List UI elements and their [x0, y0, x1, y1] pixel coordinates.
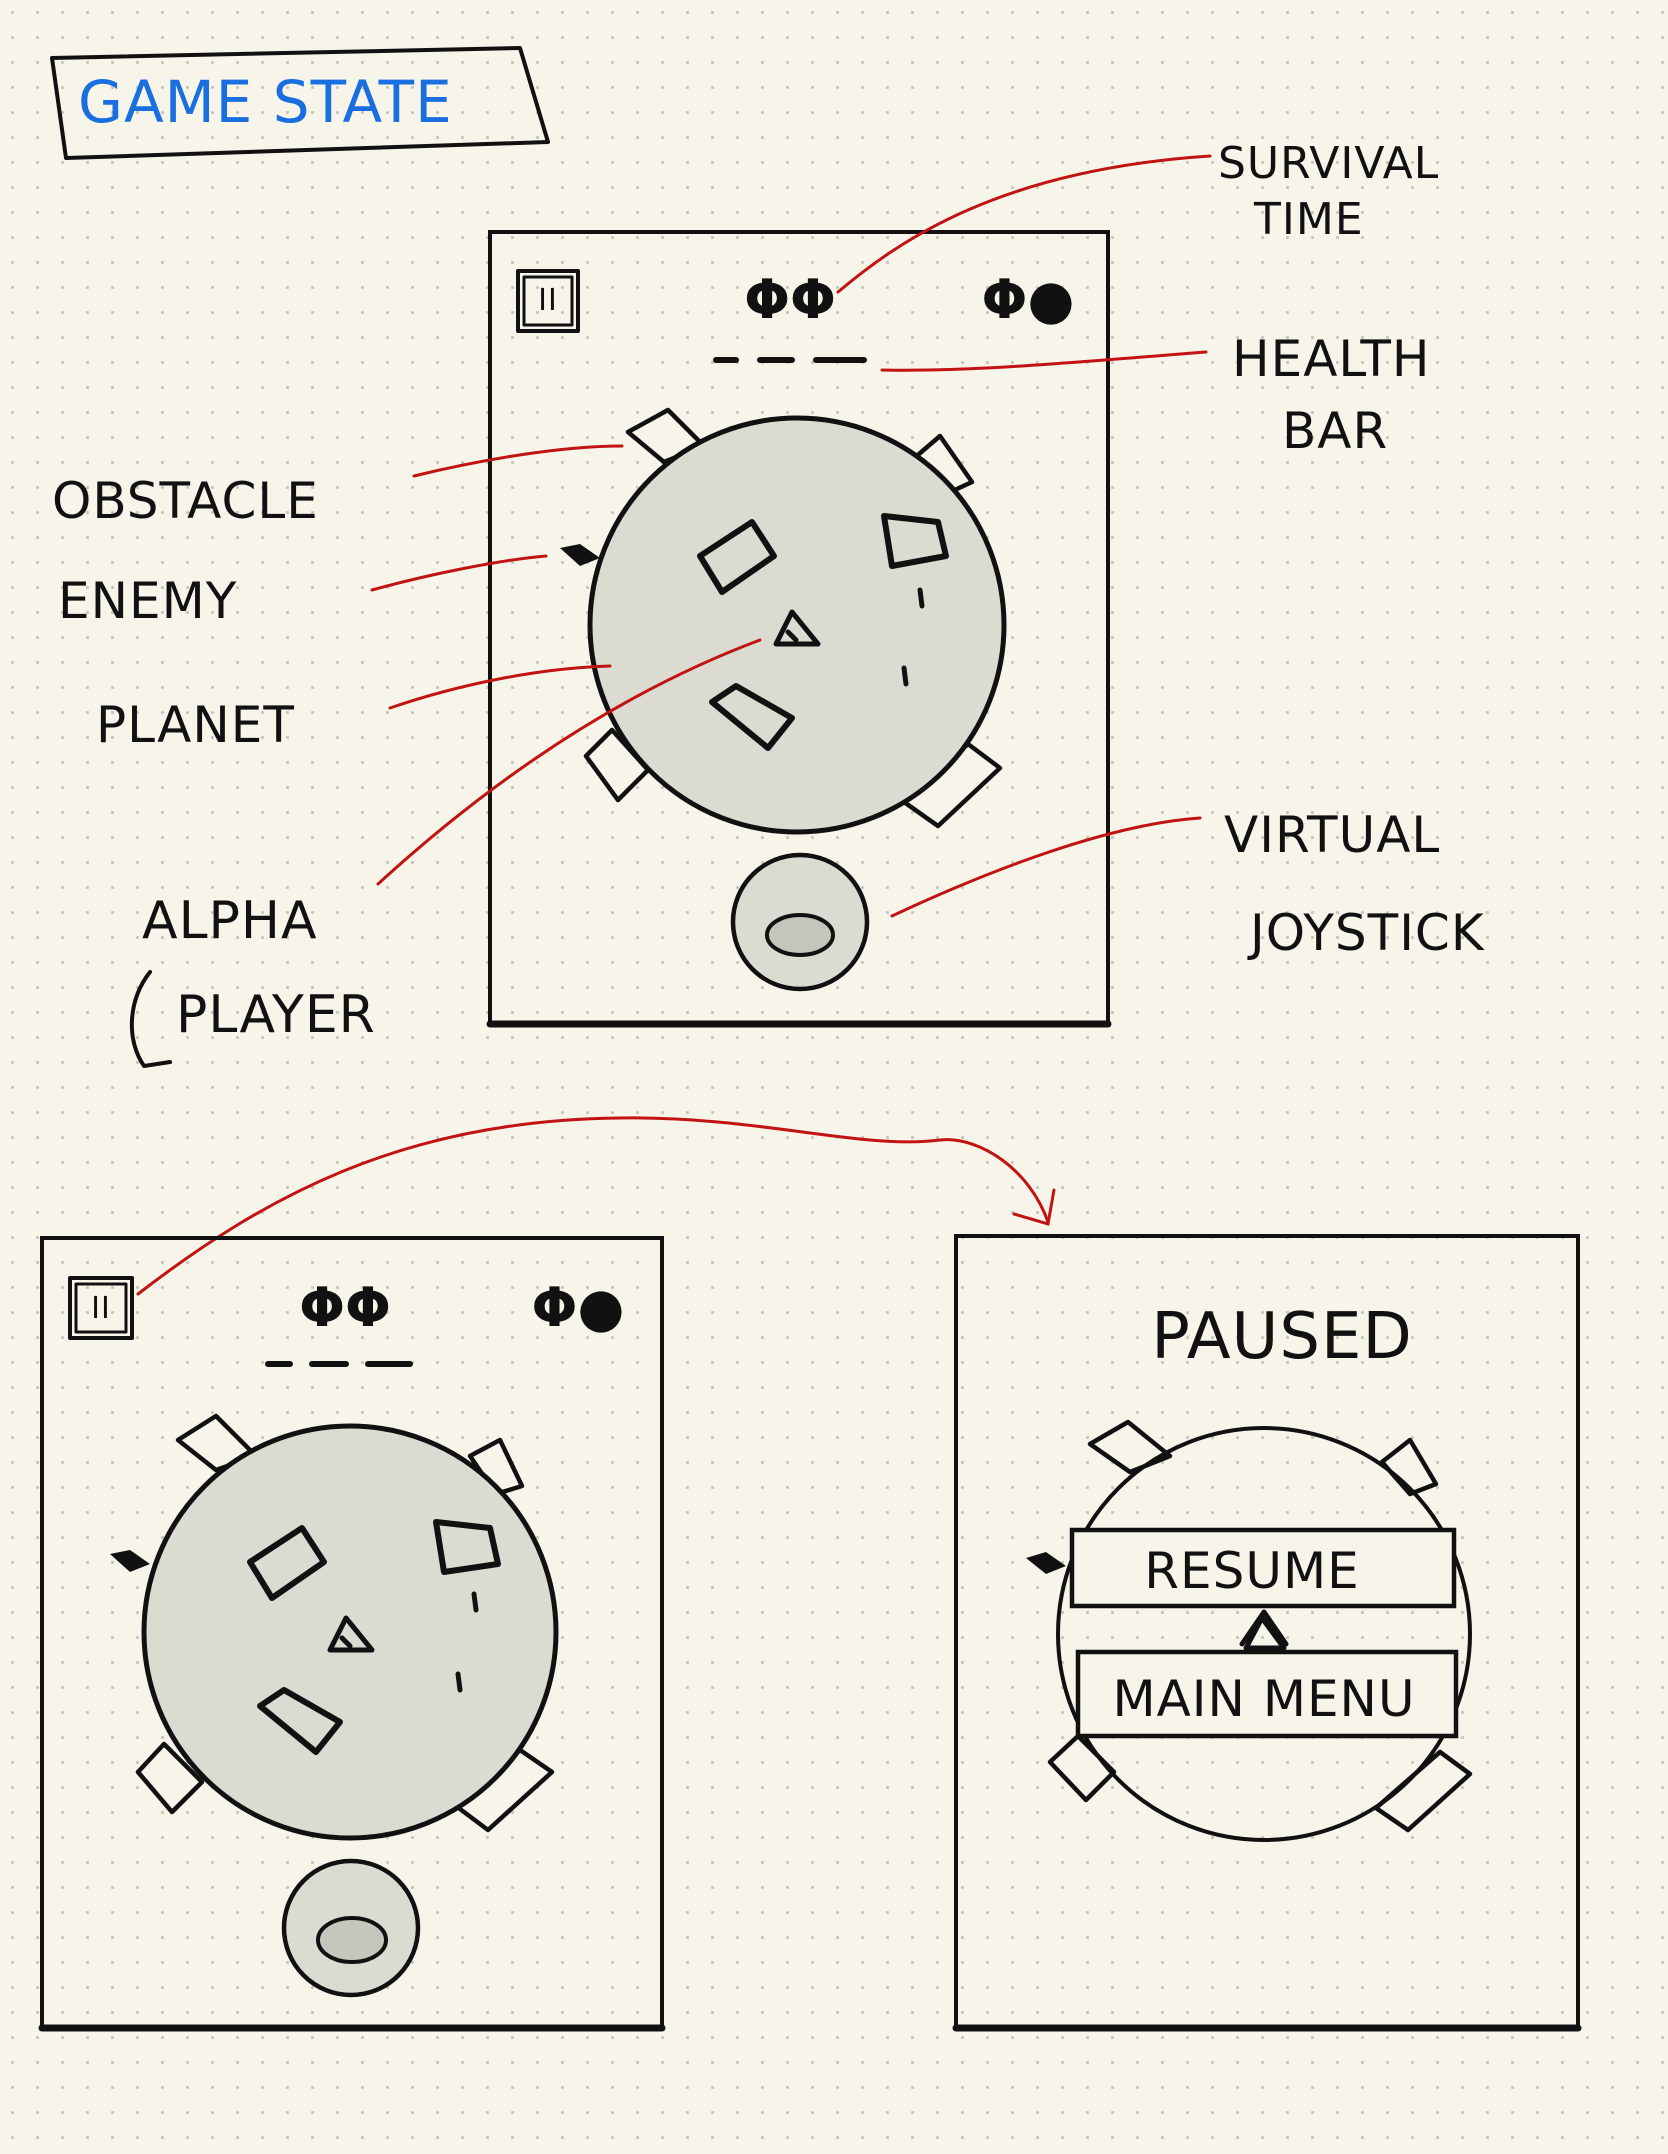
planet	[590, 418, 1004, 832]
obstacle-bottom-left	[1050, 1736, 1114, 1800]
annotation-obstacle: OBSTACLE	[52, 472, 319, 530]
survival-time-readout-2: ΦΦ	[299, 1276, 391, 1339]
pause-button[interactable]: II	[518, 271, 578, 331]
virtual-joystick-2[interactable]	[284, 1861, 418, 1995]
annotation-player-2: PLAYER	[176, 985, 376, 1045]
main-menu-button[interactable]: MAIN MENU	[1078, 1652, 1456, 1736]
pause-icon: II	[91, 1291, 111, 1326]
enemy-line	[372, 556, 546, 590]
resume-label: RESUME	[1144, 1542, 1359, 1600]
joystick-thumb[interactable]	[767, 915, 833, 955]
page-title: GAME STATE	[78, 68, 453, 136]
health-bar-line	[882, 352, 1206, 370]
paused-screen: PAUSED RESUME MAIN MENU	[956, 1236, 1578, 2028]
player-bracket	[132, 972, 170, 1066]
enemy-icon	[904, 668, 906, 684]
annotation-planet: PLANET	[96, 696, 295, 754]
annotation-health-2: BAR	[1282, 402, 1388, 460]
score-readout-2: Φ●	[531, 1276, 624, 1339]
enemy-icon	[110, 1550, 150, 1572]
annotation-joystick-1: VIRTUAL	[1224, 806, 1440, 864]
obstacle-line	[414, 446, 622, 476]
title-box: GAME STATE	[52, 48, 548, 158]
pause-button-2[interactable]: II	[70, 1278, 132, 1338]
obstacle-top-left	[1090, 1422, 1170, 1472]
enemy-icon	[474, 1594, 476, 1610]
enemy-icon	[1026, 1552, 1066, 1574]
annotation-joystick-2: JOYSTICK	[1247, 904, 1485, 962]
planet	[144, 1426, 556, 1838]
score-readout: Φ●	[981, 268, 1074, 331]
enemy-icon	[560, 544, 600, 566]
annotation-survival-2: TIME	[1253, 194, 1364, 245]
joystick-line	[892, 818, 1200, 916]
resume-button[interactable]: RESUME	[1072, 1530, 1454, 1606]
annotation-survival-1: SURVIVAL	[1218, 138, 1439, 189]
pause-transition-arrow	[138, 1118, 1054, 1294]
joystick-thumb[interactable]	[318, 1918, 386, 1962]
virtual-joystick[interactable]	[733, 855, 867, 989]
pause-icon: II	[538, 283, 558, 318]
gameplay-screen: II ΦΦ Φ●	[42, 1238, 662, 2028]
annotation-health-1: HEALTH	[1232, 330, 1431, 388]
main-menu-label: MAIN MENU	[1112, 1670, 1415, 1728]
main-game-screen: II ΦΦ Φ●	[490, 232, 1108, 1024]
annotation-enemy: ENEMY	[58, 572, 237, 630]
annotation-player-1: ALPHA	[142, 891, 318, 951]
enemy-icon	[458, 1674, 460, 1690]
planet-line	[390, 666, 610, 708]
enemy-icon	[920, 590, 922, 606]
paused-heading: PAUSED	[1151, 1300, 1412, 1374]
survival-time-readout: ΦΦ	[744, 268, 836, 331]
